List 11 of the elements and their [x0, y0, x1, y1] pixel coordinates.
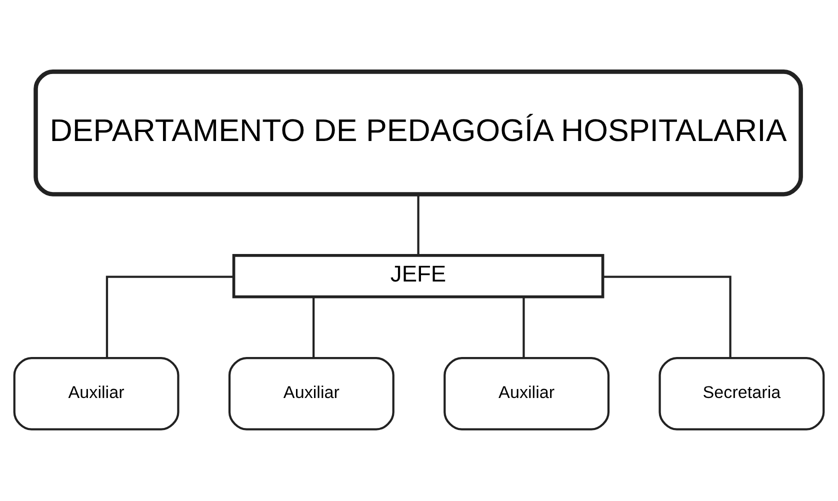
connector	[522, 297, 525, 358]
connector	[417, 194, 420, 256]
node-box: Auxiliar	[13, 357, 180, 430]
node-box: DEPARTAMENTO DE PEDAGOGÍA HOSPITALARIA	[34, 70, 803, 196]
node-box: Auxiliar	[444, 357, 610, 430]
node-box: Auxiliar	[228, 357, 394, 430]
connector	[106, 276, 234, 358]
node-box: Secretaria	[658, 357, 825, 430]
connector	[602, 276, 732, 358]
connector	[312, 297, 315, 358]
node-box: JEFE	[232, 254, 604, 298]
